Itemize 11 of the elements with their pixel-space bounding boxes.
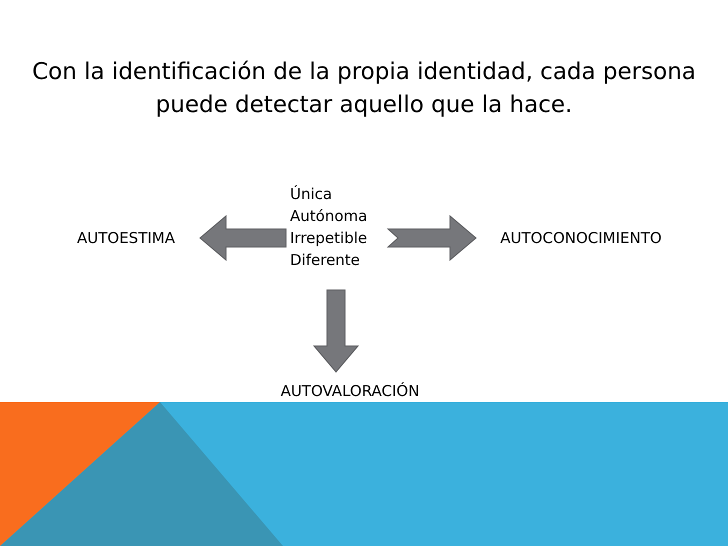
block-arrow [386,214,477,262]
node-label: AUTOCONOCIMIENTO [500,228,662,249]
block-arrow [199,214,286,262]
node-label: AUTOESTIMA [77,228,175,249]
slide-title: Con la identificación de la propia identidad, cada persona puede detectar aquello que la hace. [31,58,697,120]
node-label: Irrepetible [290,228,368,249]
node-label: Diferente [290,250,360,271]
node-label: Única [290,184,332,205]
block-arrow [312,290,360,373]
node-label: Autónoma [290,206,368,227]
node-label: AUTOVALORACIÓN [280,381,420,402]
